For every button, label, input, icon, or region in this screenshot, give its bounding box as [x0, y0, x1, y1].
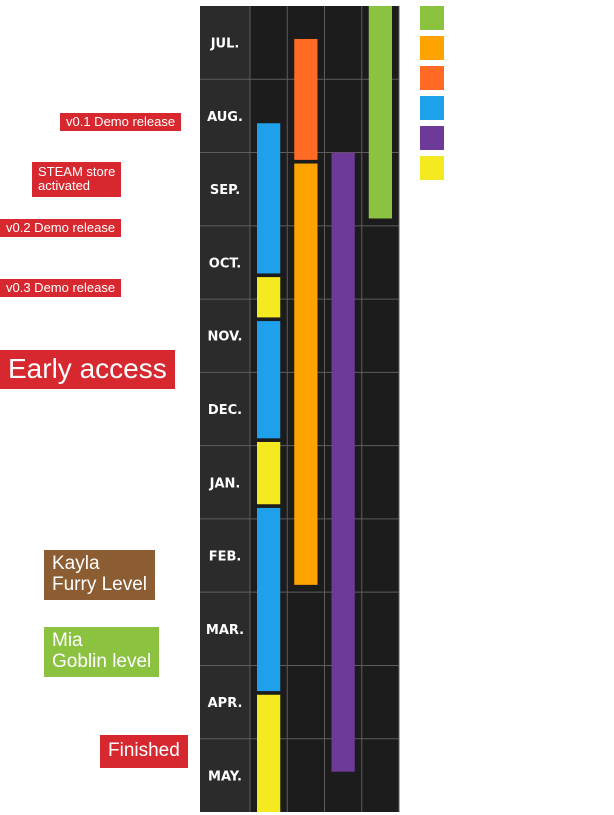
milestone-label: v0.2 Demo release [0, 219, 122, 238]
milestone-label: v0.3 Demo release [0, 279, 122, 298]
task-bar [368, 6, 392, 219]
month-label-sep: SEP. [210, 183, 240, 198]
month-label-may: MAY. [208, 769, 242, 784]
milestone-label-line: Early access [8, 353, 167, 384]
task-bar [257, 441, 281, 505]
legend-swatch [420, 156, 444, 180]
milestone-label-line: activated [38, 178, 91, 194]
legend-swatch [420, 36, 444, 60]
month-label-mar: MAR. [206, 623, 244, 638]
month-label-aug: AUG. [207, 110, 243, 125]
legend-swatch [420, 6, 444, 30]
milestone-label: Early access [0, 350, 175, 389]
task-bar [257, 507, 281, 692]
milestone-label-line: v0.2 Demo release [6, 220, 116, 235]
month-label-apr: APR. [208, 696, 243, 711]
milestone-label-line: v0.3 Demo release [6, 280, 116, 295]
task-bar [257, 694, 281, 812]
task-bar [294, 163, 318, 585]
milestone-label-line: v0.1 Demo release [66, 114, 176, 129]
milestone-label-line: STEAM store [38, 164, 116, 179]
milestone-label-line: Furry Level [52, 573, 148, 595]
month-label-nov: NOV. [208, 330, 243, 345]
month-label-jan: JAN. [209, 476, 241, 491]
task-bar [331, 152, 355, 772]
milestone-label: v0.1 Demo release [60, 113, 182, 132]
milestone-label-line: Finished [108, 740, 180, 761]
month-label-column [200, 6, 250, 812]
month-label-feb: FEB. [209, 550, 242, 565]
task-bar [257, 277, 281, 318]
milestone-label-line: Kayla [52, 553, 100, 574]
task-bar [257, 123, 281, 274]
month-label-dec: DEC. [208, 403, 242, 418]
task-bar [294, 38, 318, 160]
legend-swatch [420, 126, 444, 150]
month-label-jul: JUL. [210, 37, 240, 52]
task-bar [257, 321, 281, 439]
milestone-label: Finished [100, 735, 188, 768]
month-label-oct: OCT. [209, 256, 241, 271]
milestone-label-line: Goblin level [52, 650, 152, 672]
legend-swatch [420, 96, 444, 120]
milestone-label-line: Mia [52, 630, 83, 651]
legend-swatch [420, 66, 444, 90]
